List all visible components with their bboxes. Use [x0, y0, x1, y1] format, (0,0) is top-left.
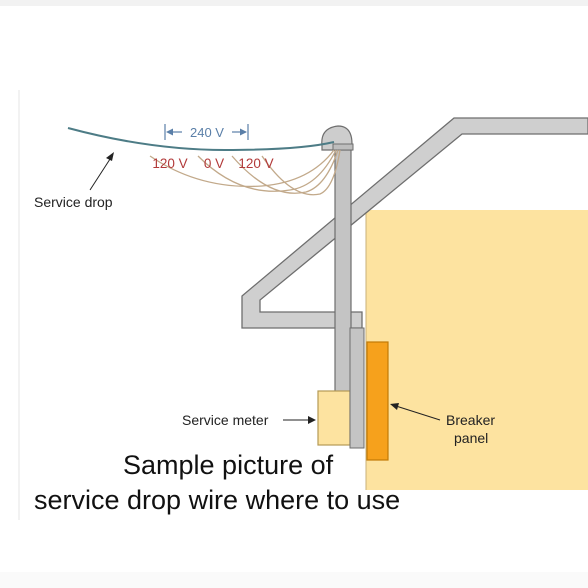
drip-loop-2: [197, 149, 337, 192]
voltage-neutral-label: 0 V: [204, 156, 224, 171]
service-meter: [317, 390, 351, 446]
drip-loop-1: [149, 149, 335, 188]
service-drop-cable: [67, 127, 335, 152]
service-drop-leader: [89, 155, 113, 191]
caption-line-1: Sample picture of: [123, 450, 334, 480]
service-meter-label: Service meter: [182, 412, 269, 428]
voltage-dim-arrow-left: [166, 128, 173, 136]
bottom-strip: [0, 572, 588, 588]
breaker-leader: [395, 405, 441, 421]
breaker-leader-arrow: [390, 403, 399, 410]
roof-eave: [241, 117, 588, 329]
house-wall: [366, 210, 588, 490]
voltage-right-label: 120 V: [238, 156, 273, 171]
service-drop-leader-arrow: [106, 152, 114, 161]
top-strip: [0, 0, 588, 6]
caption-line-2: service drop wire where to use: [34, 485, 401, 515]
voltage-total-label: 240 V: [190, 125, 224, 140]
weatherhead-collar: [332, 143, 354, 151]
breaker-label-line2: panel: [454, 430, 488, 446]
drip-loop-4: [261, 149, 341, 196]
service-drop-label: Service drop: [34, 194, 113, 210]
service-mast: [334, 145, 352, 395]
meter-conduit: [349, 327, 365, 449]
breaker-panel: [366, 341, 389, 461]
voltage-left-label: 120 V: [152, 156, 187, 171]
breaker-label-line1: Breaker: [446, 412, 495, 428]
voltage-dim-arrow-right: [240, 128, 247, 136]
service-meter-leader-arrow: [308, 416, 316, 424]
drip-loop-3: [231, 149, 339, 194]
